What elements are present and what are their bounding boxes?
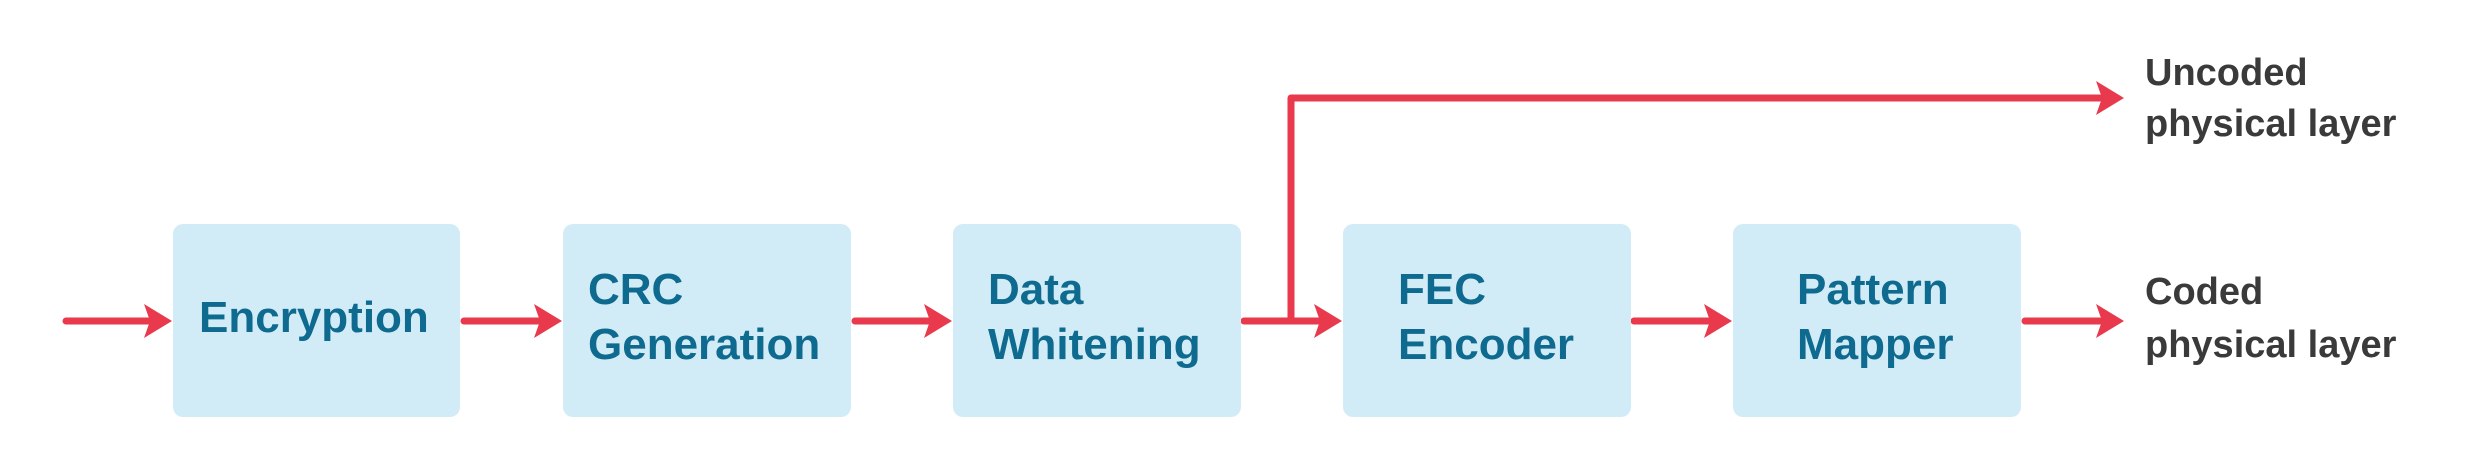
block-crc-generation: CRC Generation xyxy=(563,224,851,417)
output-coded-label-line2: physical layer xyxy=(2145,324,2397,366)
output-coded-label-line1: Coded xyxy=(2145,271,2263,313)
block-data-whitening: Data Whitening xyxy=(953,224,1241,417)
arrow-fec-to-pattern xyxy=(1630,304,1732,338)
block-encryption-label: Encryption xyxy=(199,293,429,342)
block-encryption-box xyxy=(173,224,460,417)
output-coded: Coded physical layer xyxy=(2145,271,2397,366)
block-crc-generation-label-line2: Generation xyxy=(588,320,820,369)
output-uncoded-label-line2: physical layer xyxy=(2145,103,2397,145)
block-pattern-mapper-label-line2: Mapper xyxy=(1797,320,1953,369)
block-crc-generation-label-line1: CRC xyxy=(588,265,683,314)
block-fec-encoder-label-line1: FEC xyxy=(1398,265,1486,314)
block-data-whitening-label-line2: Whitening xyxy=(988,320,1201,369)
block-data-whitening-label-line1: Data xyxy=(988,265,1084,314)
arrow-encryption-to-crc xyxy=(460,304,562,338)
input-arrow xyxy=(62,304,172,338)
arrow-pattern-to-coded xyxy=(2021,304,2124,338)
block-encryption: Encryption xyxy=(173,224,460,417)
arrow-branch-to-uncoded xyxy=(1287,81,2124,325)
output-uncoded-label-line1: Uncoded xyxy=(2145,52,2308,94)
block-pattern-mapper: Pattern Mapper xyxy=(1733,224,2021,417)
block-data-whitening-box xyxy=(953,224,1241,417)
arrow-whitening-to-fec xyxy=(1240,304,1342,338)
block-fec-encoder-label-line2: Encoder xyxy=(1398,320,1574,369)
block-pattern-mapper-label-line1: Pattern xyxy=(1797,265,1949,314)
block-pattern-mapper-box xyxy=(1733,224,2021,417)
arrow-crc-to-whitening xyxy=(851,304,952,338)
block-fec-encoder: FEC Encoder xyxy=(1343,224,1631,417)
block-crc-generation-box xyxy=(563,224,851,417)
arrows xyxy=(62,81,2124,338)
output-uncoded: Uncoded physical layer xyxy=(2145,52,2397,145)
block-fec-encoder-box xyxy=(1343,224,1631,417)
